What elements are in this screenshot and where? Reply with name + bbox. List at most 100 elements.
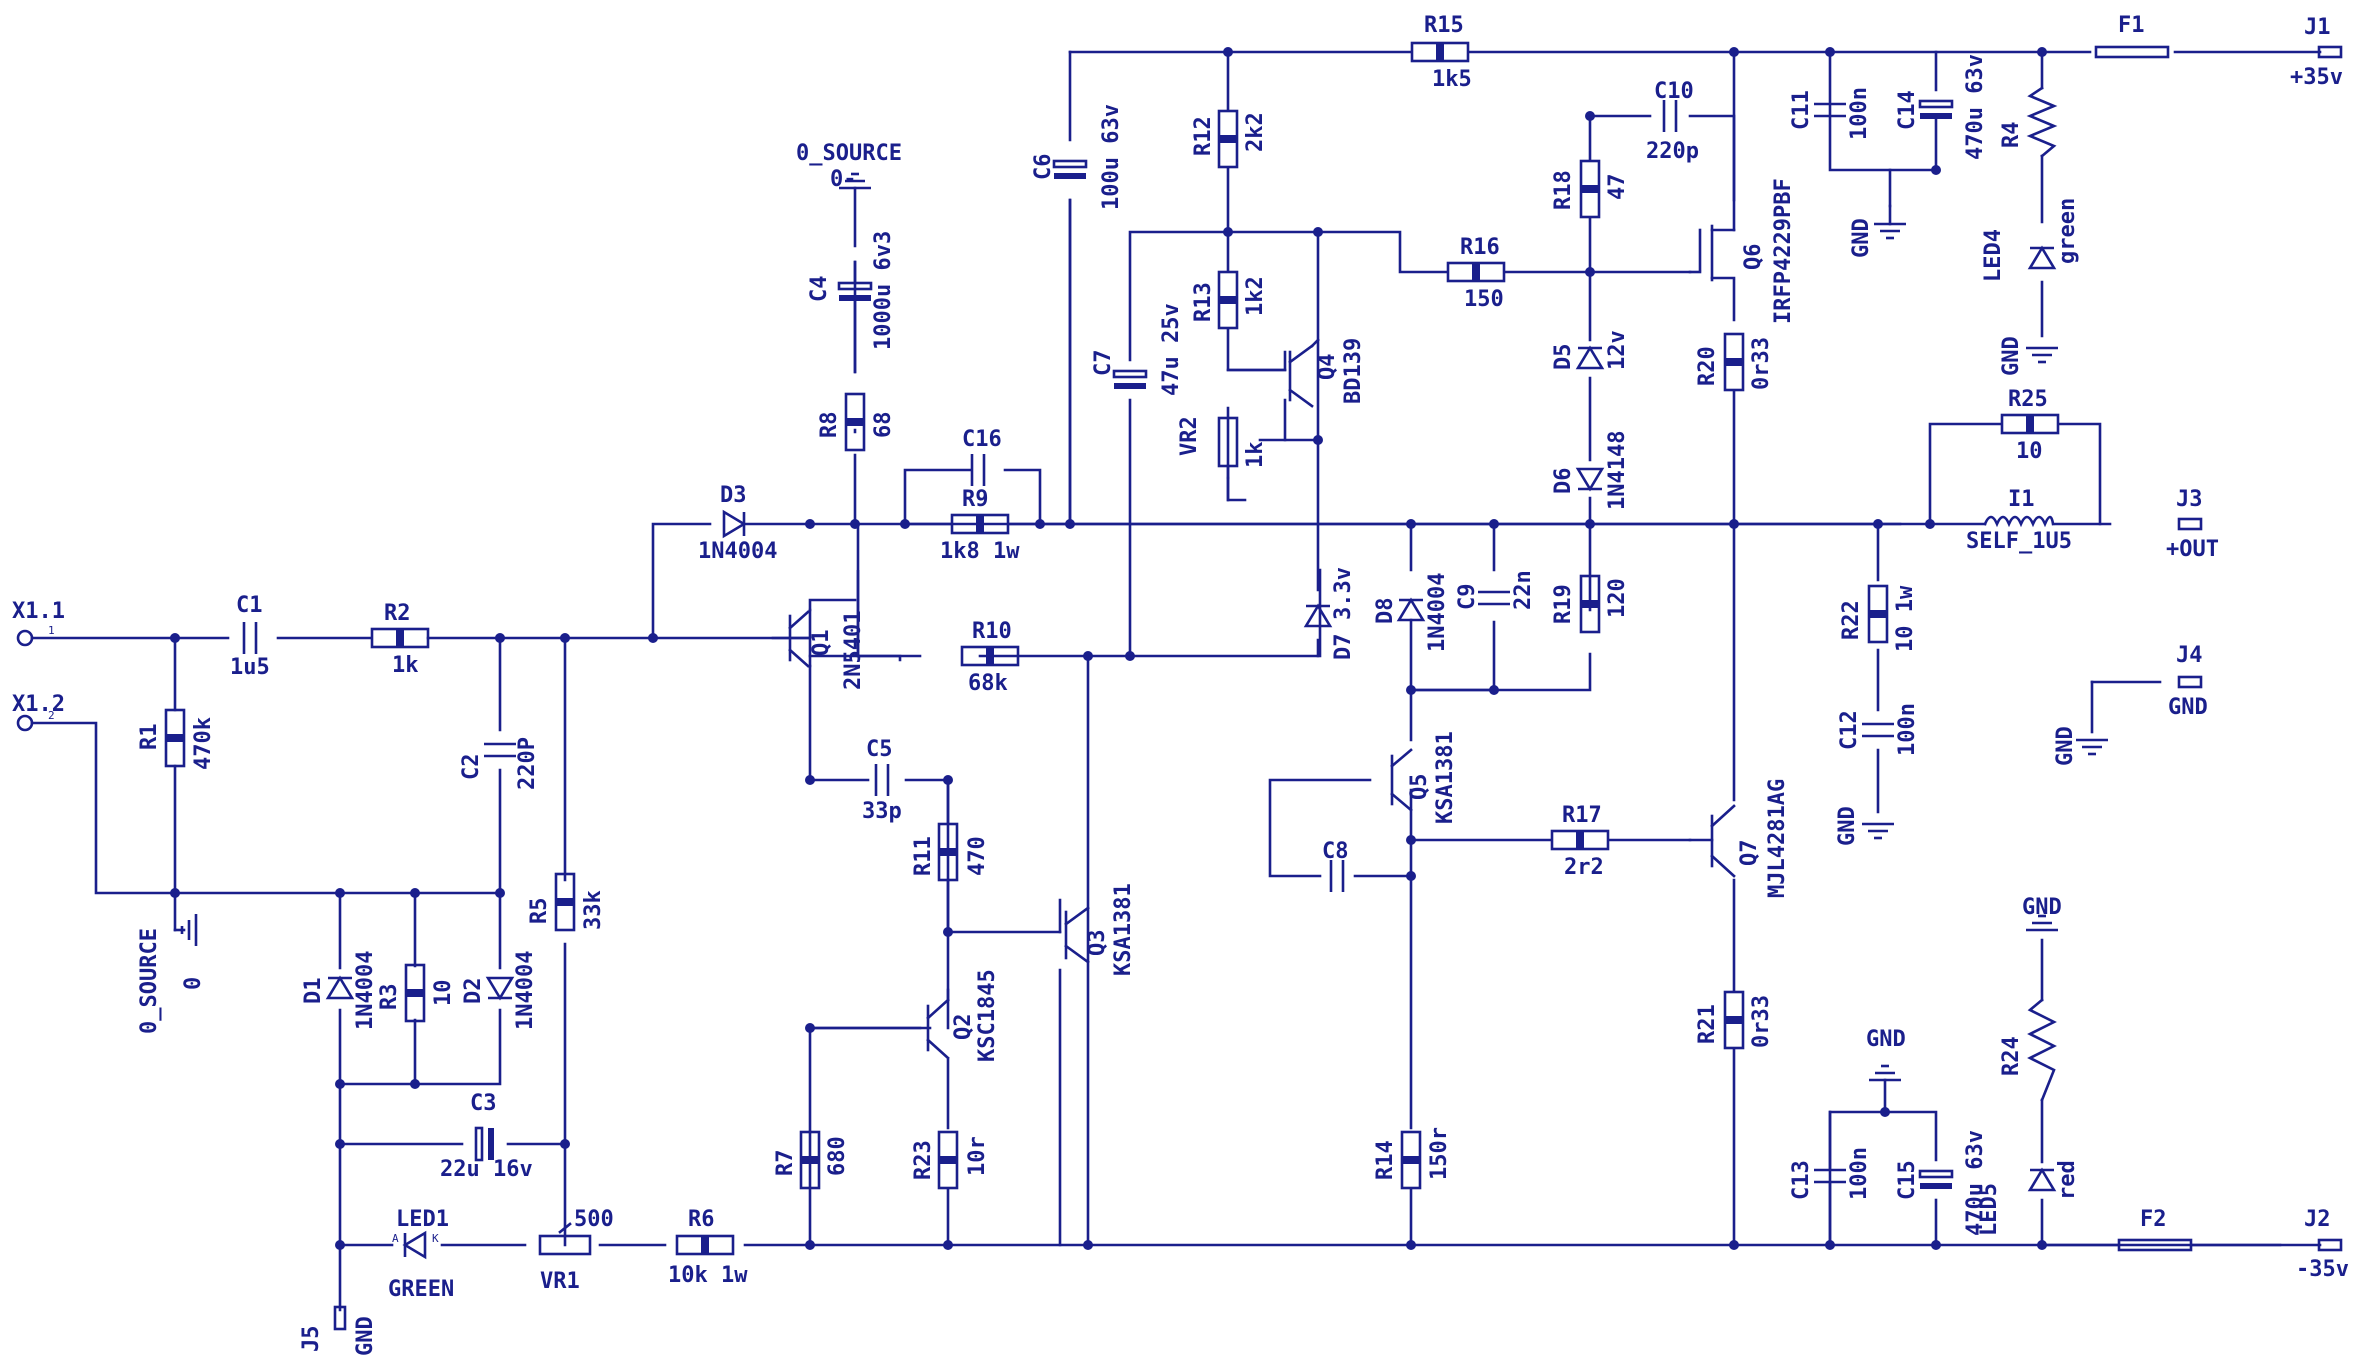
c5: C5 33p — [862, 737, 902, 824]
vr2: VR2 1k — [1177, 416, 1268, 502]
svg-text:0r33: 0r33 — [1749, 337, 1774, 390]
svg-text:-35v: -35v — [2296, 1257, 2349, 1282]
d7: D7 3.3v — [1304, 567, 1356, 661]
svg-text:C5: C5 — [866, 737, 893, 762]
svg-text:Q6: Q6 — [1741, 244, 1766, 271]
svg-text:2N5401: 2N5401 — [841, 611, 866, 690]
r23: R23 10r — [911, 1130, 990, 1190]
svg-text:C12: C12 — [1837, 710, 1862, 750]
svg-text:R23: R23 — [911, 1140, 936, 1180]
connector-j5[interactable]: J5 GND — [299, 1305, 378, 1356]
svg-text:1k: 1k — [392, 653, 419, 678]
svg-text:BD139: BD139 — [1341, 338, 1366, 404]
connector-x1-2[interactable]: X1.2 2 — [12, 692, 65, 732]
svg-text:D7: D7 — [1331, 634, 1356, 661]
svg-text:0_SOURCE: 0_SOURCE — [796, 141, 902, 166]
svg-text:R7: R7 — [773, 1150, 798, 1177]
svg-text:0_SOURCE: 0_SOURCE — [137, 928, 162, 1034]
svg-text:1000u 6v3: 1000u 6v3 — [871, 231, 896, 350]
svg-text:LED4: LED4 — [1981, 229, 2006, 282]
svg-text:R6: R6 — [688, 1207, 715, 1232]
connector-j3[interactable]: J3 +OUT — [2166, 487, 2219, 562]
svg-text:R1: R1 — [137, 724, 162, 751]
svg-text:KSC1845: KSC1845 — [975, 969, 1000, 1062]
c9: C9 22n — [1455, 570, 1536, 610]
svg-text:Q1: Q1 — [809, 630, 834, 657]
d2: D2 1N4004 — [461, 951, 538, 1030]
svg-text:Q5: Q5 — [1407, 774, 1432, 801]
r9: R9 1k8 1w — [940, 487, 1020, 564]
svg-text:C1: C1 — [236, 593, 263, 618]
c4: C4 1000u 6v3 — [807, 231, 896, 374]
connector-x1-1[interactable]: X1.1 1 — [12, 599, 65, 647]
svg-text:470u 63v: 470u 63v — [1963, 54, 1988, 160]
svg-text:500: 500 — [574, 1207, 614, 1232]
svg-text:A: A — [392, 1232, 399, 1245]
svg-text:+OUT: +OUT — [2166, 537, 2219, 562]
svg-text:1N4004: 1N4004 — [513, 951, 538, 1030]
svg-text:C14: C14 — [1895, 90, 1920, 130]
gnd-c13: GND — [1866, 1027, 1906, 1082]
r24: R24 — [1999, 998, 2057, 1102]
gnd-c12: GND — [1835, 806, 1896, 846]
r3: R3 10 — [377, 963, 456, 1023]
svg-text:1k: 1k — [1243, 442, 1268, 469]
svg-text:K: K — [432, 1232, 439, 1245]
gnd-c11: GND — [1849, 204, 1908, 258]
svg-text:R5: R5 — [527, 898, 552, 925]
svg-text:GND: GND — [1999, 336, 2024, 376]
svg-text:R9: R9 — [962, 487, 989, 512]
q7: Q7 MJL4281AG — [1688, 779, 1790, 898]
svg-text:Q4: Q4 — [1315, 354, 1340, 381]
q1: Q1 2N5401 — [788, 610, 866, 690]
svg-text:C10: C10 — [1654, 79, 1694, 104]
c14: C14 470u 63v — [1895, 54, 1988, 160]
svg-text:100n: 100n — [1847, 1147, 1872, 1200]
r18: R18 47 — [1551, 159, 1630, 219]
r11: R11 470 — [911, 822, 990, 882]
svg-text:R24: R24 — [1999, 1036, 2024, 1076]
r2: R2 1k — [370, 601, 430, 678]
c8: C8 — [1322, 839, 1349, 894]
connector-j2[interactable]: J2 -35v — [2296, 1207, 2349, 1282]
led4: LED4 green — [1981, 198, 2080, 282]
svg-text:C2: C2 — [459, 754, 484, 781]
r5: R5 33k — [527, 872, 606, 932]
svg-text:R3: R3 — [377, 984, 402, 1011]
svg-text:VR2: VR2 — [1177, 416, 1202, 456]
f2: F2 — [2117, 1207, 2193, 1252]
svg-text:R17: R17 — [1562, 803, 1602, 828]
svg-text:D5: D5 — [1551, 344, 1576, 371]
svg-text:22n: 22n — [1511, 570, 1536, 610]
svg-text:KSA1381: KSA1381 — [1433, 731, 1458, 824]
svg-text:1k8 1w: 1k8 1w — [940, 539, 1020, 564]
svg-text:100u 63v: 100u 63v — [1099, 104, 1124, 210]
svg-text:1N4004: 1N4004 — [353, 951, 378, 1030]
svg-text:GND: GND — [1849, 218, 1874, 258]
connector-j4[interactable]: J4 GND — [2168, 643, 2208, 720]
svg-text:1k5: 1k5 — [1432, 67, 1472, 92]
svg-text:10: 10 — [431, 980, 456, 1007]
svg-text:X1.1: X1.1 — [12, 599, 65, 624]
svg-text:3.3v: 3.3v — [1331, 567, 1356, 620]
svg-text:47: 47 — [1605, 174, 1630, 201]
c10: C10 220p — [1646, 79, 1699, 164]
svg-text:MJL4281AG: MJL4281AG — [1765, 779, 1790, 898]
r1: R1 470k — [137, 708, 216, 770]
svg-text:1N4148: 1N4148 — [1605, 431, 1630, 510]
f1: F1 — [2094, 13, 2170, 59]
d3: D3 1N4004 — [698, 483, 777, 564]
svg-text:Q3: Q3 — [1085, 930, 1110, 957]
svg-text:C6: C6 — [1031, 154, 1056, 181]
svg-text:GND: GND — [353, 1316, 378, 1356]
svg-text:1u5: 1u5 — [230, 655, 270, 680]
svg-text:J4: J4 — [2176, 643, 2203, 668]
svg-text:68: 68 — [871, 412, 896, 439]
svg-text:C15: C15 — [1895, 1160, 1920, 1200]
q4: Q4 BD139 — [1288, 338, 1366, 408]
connector-j1[interactable]: J1 +35v — [2290, 15, 2343, 90]
net-0-source-top: 0_SOURCE 0- — [796, 141, 902, 192]
svg-text:SELF_1U5: SELF_1U5 — [1966, 529, 2072, 554]
d1: D1 1N4004 — [301, 951, 378, 1030]
r10: R10 68k — [960, 619, 1020, 696]
